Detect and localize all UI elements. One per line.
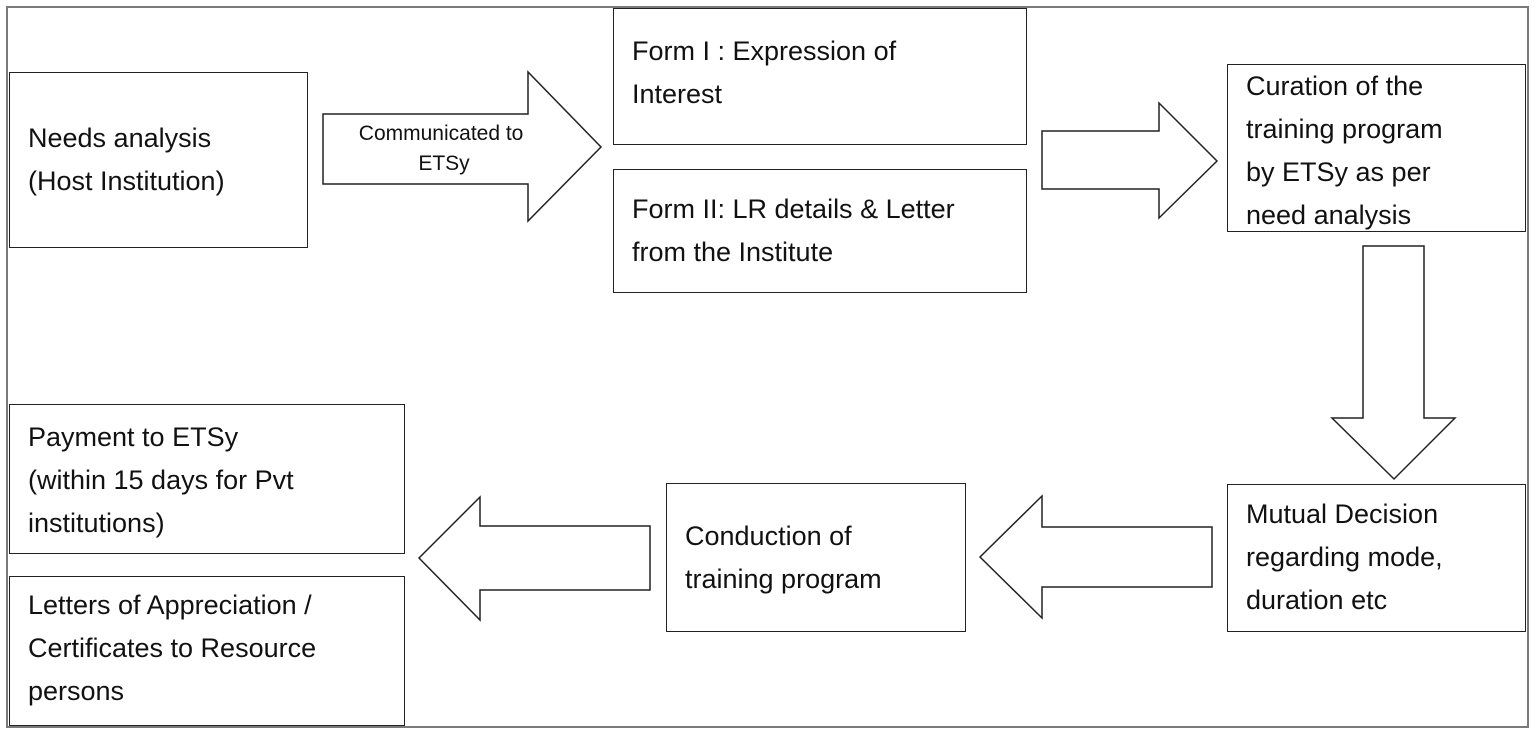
conduction-box: Conduction of training program <box>666 483 966 632</box>
arrow-left-to-outcomes <box>417 495 651 622</box>
form-two-box: Form II: LR details & Letter from the In… <box>613 169 1027 293</box>
payment-box: Payment to ETSy (within 15 days for Pvt … <box>9 404 405 554</box>
arrow-down-to-decision <box>1330 245 1457 481</box>
arrow-label-line-2: ETSy <box>418 152 470 175</box>
mutual-decision-box: Mutual Decision regarding mode, duration… <box>1227 484 1526 632</box>
form-one-box: Form I : Expression of Interest <box>613 8 1027 145</box>
letters-box: Letters of Appreciation / Certificates t… <box>9 576 405 726</box>
diagram-frame <box>6 6 1529 728</box>
curation-box: Curation of the training program by ETSy… <box>1227 64 1526 232</box>
arrow-right-to-curation <box>1041 101 1219 220</box>
arrow-right-to-forms <box>322 70 603 223</box>
arrow-left-to-conduction <box>978 494 1213 620</box>
arrow-label-line-1: Communicated to <box>359 122 524 145</box>
needs-analysis-box: Needs analysis (Host Institution) <box>9 72 308 248</box>
arrow-communicated-label: Communicated to ETSy <box>359 122 529 175</box>
